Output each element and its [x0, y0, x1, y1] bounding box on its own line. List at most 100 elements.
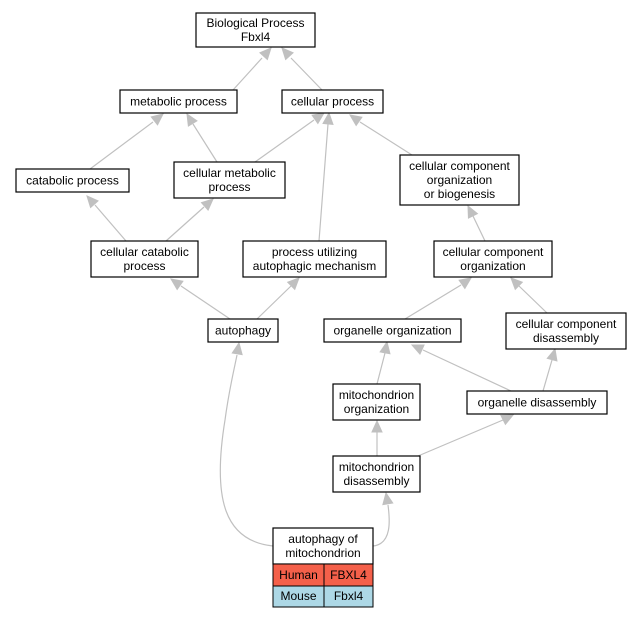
node-mitochondrion-organization-label: organization — [344, 402, 409, 416]
edge-cell-metabolic-to-metabolic-line — [192, 123, 218, 163]
legend-mouse-label: Mouse — [280, 589, 316, 603]
edge-mitophagy-to-mito-dis — [372, 491, 394, 547]
edge-organelle-org-to-cco-arrowhead — [458, 277, 472, 290]
node-autophagy: autophagy — [207, 318, 279, 343]
node-cellular-process: cellular process — [281, 89, 384, 114]
edge-cell-metabolic-to-cellular-arrowhead — [311, 112, 325, 125]
edge-organelle-dis-to-ccd-arrowhead — [546, 347, 558, 362]
edge-cellular-to-root-line — [290, 57, 323, 91]
node-cellular-process-label: cellular process — [291, 95, 374, 109]
edge-mito-dis-to-mito-org — [371, 419, 383, 456]
edge-autophagy-to-autophagic-arrowhead — [286, 277, 300, 291]
node-cellular-catabolic-process-label: cellular catabolic — [100, 245, 189, 259]
edge-mito-dis-to-mito-org-arrowhead — [371, 419, 383, 433]
edge-organelle-org-to-cco — [404, 277, 472, 320]
node-cellular-component-organization-or-biogenesis-label: cellular component — [409, 159, 510, 173]
node-organelle-disassembly-box — [466, 390, 608, 415]
node-autophagy-of-mitochondrion-label: mitochondrion — [285, 546, 360, 560]
node-catabolic-process: catabolic process — [15, 168, 130, 193]
edge-mito-dis-to-organelle-dis-line — [417, 419, 504, 457]
node-metabolic-process-label: metabolic process — [130, 95, 227, 109]
node-autophagy-label: autophagy — [215, 324, 271, 338]
edge-cco-to-ccob-line — [472, 215, 486, 242]
edge-ccob-to-cellular-arrowhead — [349, 114, 363, 127]
edge-organelle-dis-to-ccd — [542, 347, 558, 392]
edge-cell-metabolic-to-metabolic-arrowhead — [186, 112, 198, 127]
edge-organelle-dis-to-organelle-org-line — [422, 349, 512, 392]
edge-cell-metabolic-to-cellular — [254, 112, 325, 163]
node-biological-process-label: Fbxl4 — [241, 30, 271, 44]
node-mitochondrion-organization-label: mitochondrion — [339, 388, 414, 402]
edge-ccd-to-cco — [510, 277, 548, 314]
edge-mito-org-to-organelle-org-line — [376, 352, 386, 385]
edge-mitophagy-to-autophagy — [219, 341, 274, 547]
edge-metabolic-to-root — [232, 47, 272, 91]
edge-ccob-to-cellular — [349, 114, 413, 156]
node-catabolic-process-label: catabolic process — [26, 174, 119, 188]
edge-autophagy-to-cell-catabolic-line — [180, 285, 231, 320]
edge-cell-catabolic-to-cell-metabolic — [165, 198, 214, 242]
node-catabolic-process-box — [15, 168, 130, 193]
legend-mouse-gene-cell — [323, 585, 374, 608]
legend-human-gene: FBXL4 — [330, 568, 367, 582]
edge-ccob-to-cellular-line — [359, 121, 413, 156]
node-mitochondrion-disassembly-label: disassembly — [343, 474, 409, 488]
edge-mito-dis-to-organelle-dis — [417, 414, 515, 457]
node-cellular-catabolic-process-label: process — [123, 259, 165, 273]
edge-cellular-to-root-arrowhead — [281, 47, 294, 61]
node-organelle-organization-box — [323, 318, 462, 343]
node-organelle-organization: organelle organization — [323, 318, 462, 343]
node-metabolic-process: metabolic process — [119, 89, 238, 114]
edge-ccd-to-cco-arrowhead — [510, 277, 524, 291]
node-mitochondrion-disassembly-box — [332, 455, 421, 493]
node-process-utilizing-autophagic-mechanism-label: process utilizing — [272, 245, 357, 259]
node-cellular-component-organization-box — [433, 240, 553, 278]
node-process-utilizing-autophagic-mechanism-label: autophagic mechanism — [253, 259, 376, 273]
edge-mitophagy-to-autophagy-arrowhead — [231, 341, 243, 356]
edge-catabolic-to-metabolic — [89, 113, 164, 170]
node-cellular-component-disassembly-box — [505, 312, 627, 350]
edge-mitophagy-to-mito-dis-line — [372, 504, 390, 547]
gene-legend: Human FBXL4 Mouse Fbxl4 — [272, 563, 374, 608]
edge-mito-org-to-organelle-org — [376, 340, 391, 385]
edge-autophagy-to-autophagic-line — [256, 285, 292, 320]
edge-ccd-to-cco-line — [518, 285, 548, 314]
edge-organelle-org-to-cco-line — [404, 284, 462, 320]
edge-mito-org-to-organelle-org-arrowhead — [379, 340, 391, 355]
node-mitochondrion-organization-box — [332, 383, 421, 421]
edge-cell-catabolic-to-catabolic-arrowhead — [86, 195, 99, 209]
edge-cco-to-ccob — [467, 204, 486, 242]
legend-human-label: Human — [279, 568, 318, 582]
edge-organelle-dis-to-ccd-line — [542, 359, 553, 392]
edge-autophagic-to-cellular-line — [318, 123, 329, 242]
edge-cell-catabolic-to-catabolic — [86, 195, 127, 242]
node-cellular-component-disassembly-label: disassembly — [533, 331, 599, 345]
edge-autophagic-to-cellular-arrowhead — [322, 111, 334, 125]
node-cellular-metabolic-process-box — [173, 161, 286, 199]
edge-autophagic-to-cellular — [318, 111, 334, 242]
edge-cellular-to-root — [281, 47, 323, 91]
node-cellular-metabolic-process-label: process — [208, 180, 250, 194]
node-process-utilizing-autophagic-mechanism-box — [242, 240, 387, 278]
edge-catabolic-to-metabolic-line — [89, 121, 154, 170]
node-cellular-component-organization-or-biogenesis-label: or biogenesis — [424, 187, 495, 201]
edge-organelle-dis-to-organelle-org-arrowhead — [410, 344, 425, 356]
edge-organelle-dis-to-organelle-org — [410, 344, 512, 392]
node-cellular-metabolic-process-label: cellular metabolic — [183, 166, 276, 180]
edge-cell-catabolic-to-catabolic-line — [94, 204, 127, 242]
node-cellular-component-organization-label: cellular component — [443, 245, 544, 259]
edge-metabolic-to-root-arrowhead — [259, 47, 272, 61]
node-cellular-component-disassembly-label: cellular component — [516, 317, 617, 331]
edge-catabolic-to-metabolic-arrowhead — [150, 113, 164, 126]
node-organelle-disassembly: organelle disassembly — [466, 390, 608, 415]
